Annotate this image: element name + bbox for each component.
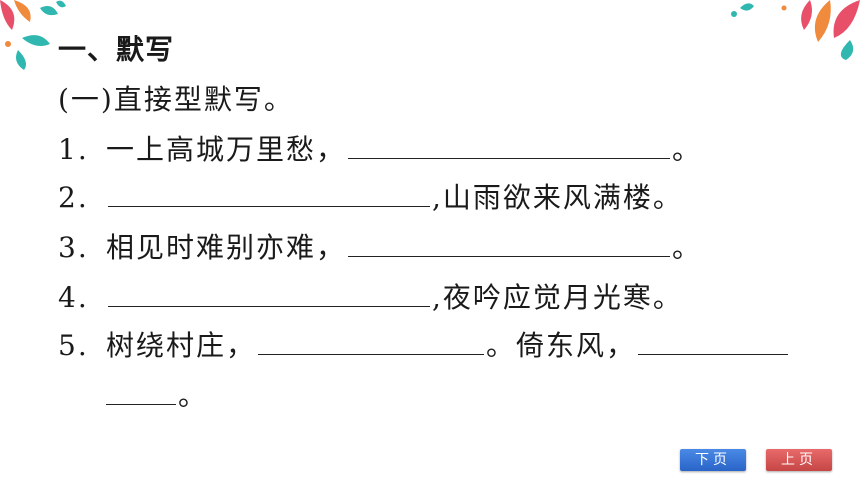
answer-blank[interactable] xyxy=(348,226,671,257)
question-number: 3. xyxy=(58,231,89,264)
question-text-end: ,夜吟应觉月光寒。 xyxy=(432,281,683,314)
previous-page-button[interactable]: 上页 xyxy=(766,449,832,471)
answer-blank[interactable] xyxy=(638,324,789,355)
question-number: 1. xyxy=(58,133,89,166)
question-5-continued: 。 xyxy=(106,374,208,414)
question-text: 树绕村庄， xyxy=(106,329,257,362)
answer-blank[interactable] xyxy=(258,324,485,355)
next-page-button[interactable]: 下页 xyxy=(680,449,746,471)
section-subheading: (一)直接型默写。 xyxy=(58,83,294,116)
answer-blank[interactable] xyxy=(348,128,671,159)
question-number: 5. xyxy=(58,329,89,362)
question-1: 1. 一上高城万里愁， 。 xyxy=(58,128,702,168)
question-number: 2. xyxy=(58,181,89,214)
question-2: 2. ,山雨欲来风满楼。 xyxy=(58,176,683,216)
question-3: 3. 相见时难别亦难， 。 xyxy=(58,226,702,266)
answer-blank[interactable] xyxy=(106,374,176,405)
question-text-end: 。 xyxy=(178,379,209,412)
question-4: 4. ,夜吟应觉月光寒。 xyxy=(58,276,683,316)
floral-decoration-top-left xyxy=(0,0,66,70)
section-heading: 一、默写 xyxy=(58,33,175,66)
question-text-end: ,山雨欲来风满楼。 xyxy=(432,181,683,214)
floral-decoration-top-right xyxy=(731,0,860,60)
question-text: 相见时难别亦难， xyxy=(106,231,347,264)
answer-blank[interactable] xyxy=(108,176,430,207)
question-text-end: 。 xyxy=(672,133,703,166)
question-5: 5. 树绕村庄， 。倚东风， xyxy=(58,324,790,364)
question-text-mid: 。倚东风， xyxy=(486,329,637,362)
question-text: 一上高城万里愁， xyxy=(106,133,347,166)
answer-blank[interactable] xyxy=(108,276,430,307)
question-number: 4. xyxy=(58,281,89,314)
question-text-end: 。 xyxy=(672,231,703,264)
